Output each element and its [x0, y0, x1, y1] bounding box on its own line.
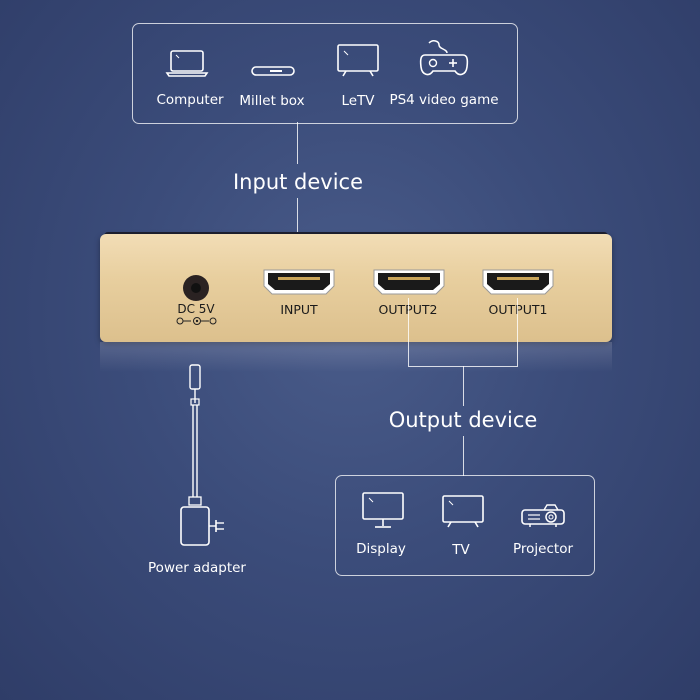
input-connector-top: [297, 122, 299, 164]
output-down-line-top: [463, 366, 465, 406]
power-cable: [188, 364, 202, 506]
output-down-line-bottom: [463, 436, 465, 476]
dc-jack-icon: [183, 275, 209, 301]
output1-connector: [517, 298, 519, 366]
ps4-label: PS4 video game: [389, 92, 499, 108]
laptop-icon: [165, 50, 209, 77]
input-device-box: [132, 23, 518, 124]
gamepad-icon: [419, 40, 469, 76]
polarity-icon: [176, 317, 217, 325]
projector-icon: [521, 504, 565, 527]
input-port-label: INPUT: [280, 302, 318, 317]
output-device-box: [335, 475, 595, 576]
tv-output-icon: [442, 495, 484, 528]
hdmi-output1-port: [482, 269, 554, 295]
projector-label: Projector: [513, 541, 573, 557]
output-device-title: Output device: [388, 408, 538, 432]
dc-label: DC 5V: [177, 302, 215, 316]
power-adapter-icon: [180, 506, 224, 546]
device-reflection: [100, 342, 612, 372]
monitor-icon: [362, 492, 404, 528]
computer-label: Computer: [156, 92, 224, 108]
display-label: Display: [356, 541, 406, 557]
output2-connector: [408, 298, 410, 366]
letv-label: LeTV: [341, 93, 375, 109]
tv-icon: [337, 44, 379, 77]
hdmi-output2-port: [373, 269, 445, 295]
power-adapter-label: Power adapter: [148, 560, 246, 576]
hdmi-input-port: [263, 269, 335, 295]
set-top-box-icon: [251, 66, 295, 76]
input-device-title: Input device: [232, 170, 364, 194]
tv-label: TV: [452, 542, 470, 558]
millet-box-label: Millet box: [239, 93, 305, 109]
